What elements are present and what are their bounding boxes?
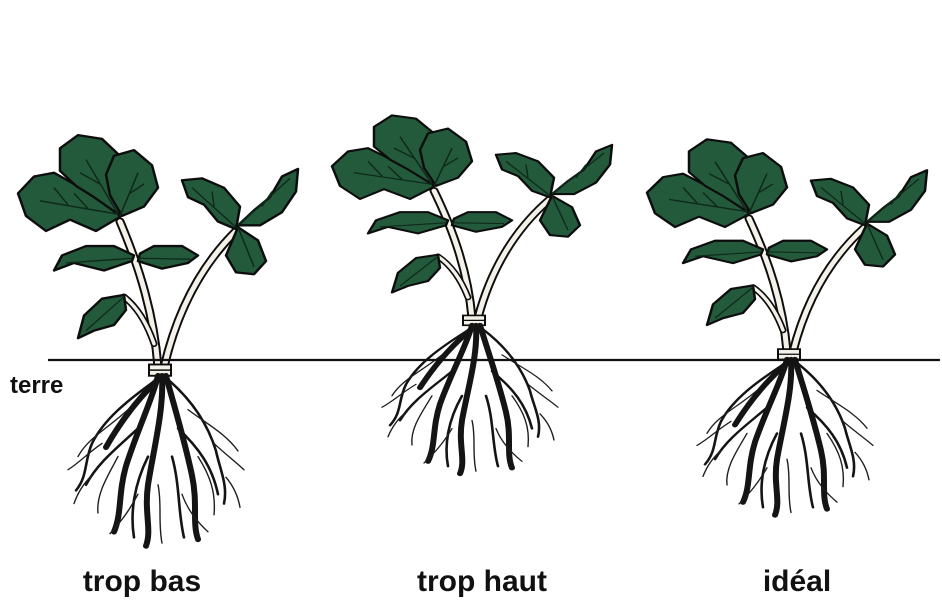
plant-too-low [18,135,298,546]
plant-ideal [647,139,927,515]
caption-too-low: trop bas [83,565,201,599]
plant-too-high [332,115,612,473]
caption-ideal: idéal [763,565,831,599]
caption-too-high: trop haut [417,565,547,599]
ground-label: terre [10,372,63,400]
